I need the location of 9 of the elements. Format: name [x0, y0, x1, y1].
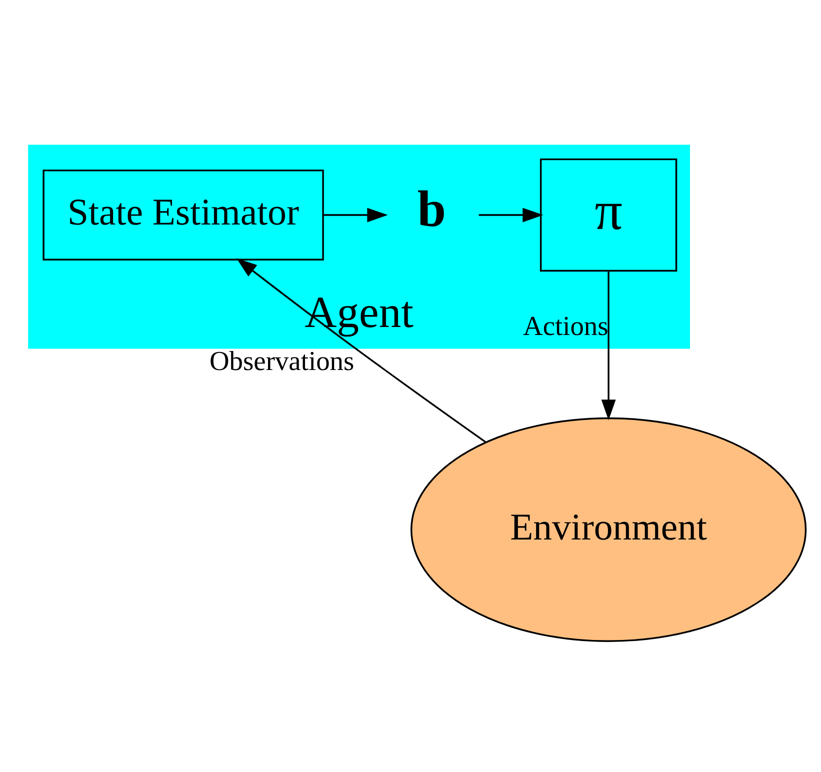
edge-label: Actions: [523, 310, 608, 341]
arrow: [236, 258, 486, 443]
node-ellipse: Environment: [410, 416, 807, 642]
node-box: State Estimator: [42, 169, 324, 260]
node-box: π: [540, 158, 678, 272]
arrow: [478, 207, 544, 222]
arrow: [601, 270, 616, 420]
node-text: b: [417, 180, 446, 238]
arrow: [323, 207, 388, 222]
